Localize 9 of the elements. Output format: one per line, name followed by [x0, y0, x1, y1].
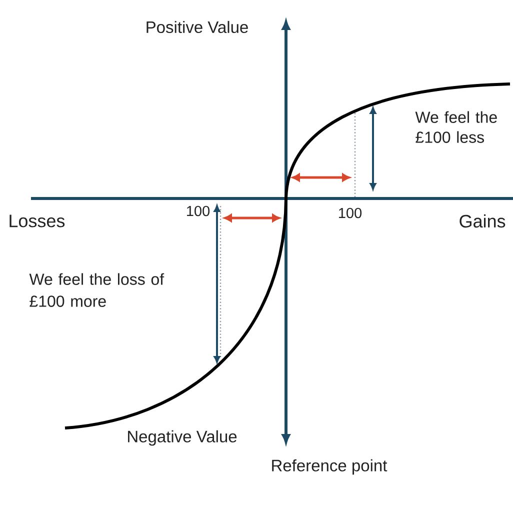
axis-label: Gains [460, 214, 506, 228]
axis-label: Positive Value [146, 20, 248, 34]
axis-label: Losses [10, 214, 65, 228]
tick-label: 100 [187, 206, 210, 216]
annotation: We feel the loss of £100 more [29, 273, 164, 307]
axis-label: Negative Value [128, 430, 237, 446]
axis-label: Reference point [272, 459, 388, 475]
tick-label: 100 [339, 208, 362, 218]
annotation: We feel the £100 less [415, 111, 497, 143]
